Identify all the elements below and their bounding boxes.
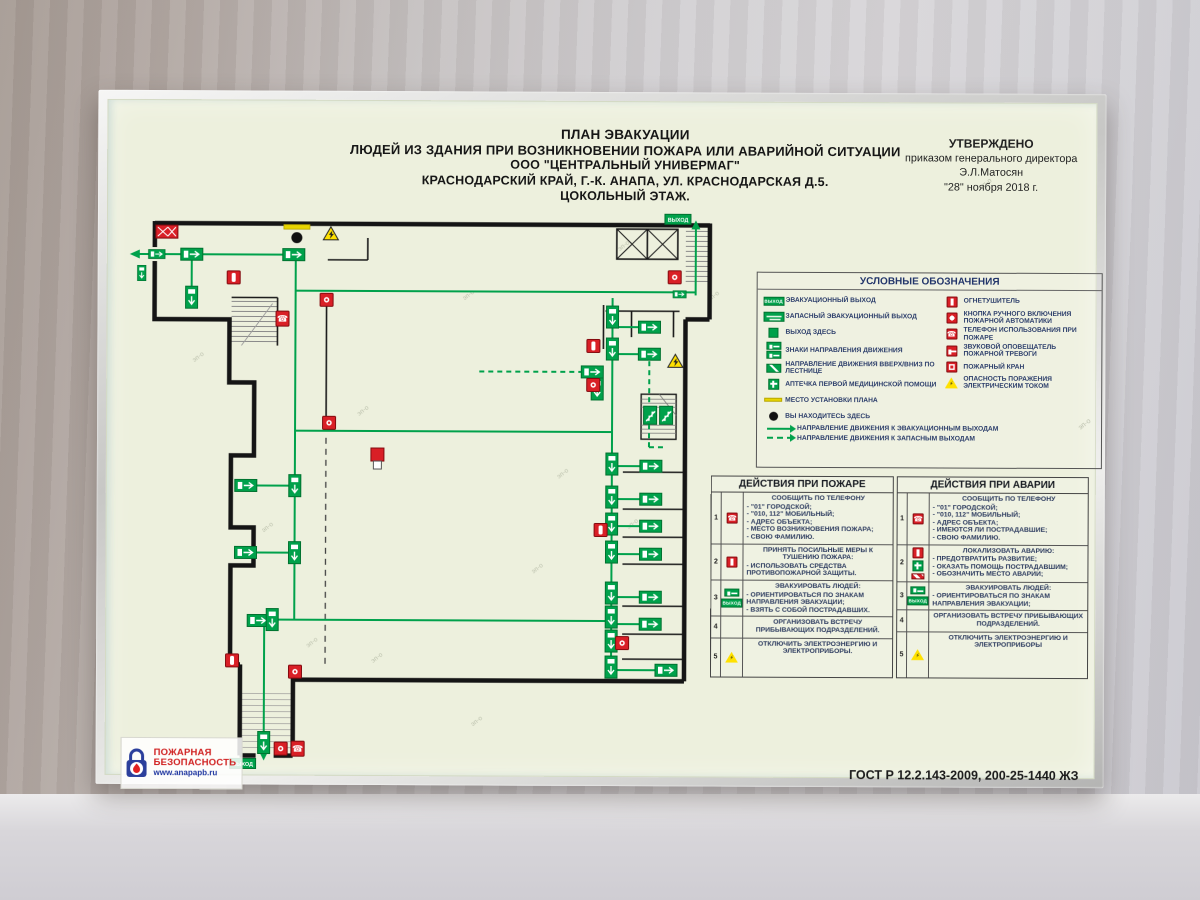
first-aid-icon <box>912 559 924 571</box>
legend-right-column: ОГНЕТУШИТЕЛЬ КНОПКА РУЧНОГО ВКЛЮЧЕНИЯ ПО… <box>939 293 1097 425</box>
gost-reference: ГОСТ Р 12.2.143-2009, 200-25-1440 ЖЗ <box>849 768 1079 784</box>
exit-here-icon <box>768 327 779 338</box>
fire-extinguisher-icon <box>912 546 924 558</box>
plan-location-line <box>283 224 311 230</box>
approval-block: УТВЕРЖДЕНО приказом генерального директо… <box>875 136 1107 195</box>
electric-hazard-icon: ⚡ <box>725 652 738 663</box>
manual-call-point-icon <box>946 312 958 324</box>
svg-text:ВЫХОД: ВЫХОД <box>668 218 689 224</box>
partition-dashed <box>324 437 327 666</box>
fire-phone-icon: ☎ <box>912 513 924 525</box>
logo-url: www.anapapb.ru <box>153 768 218 778</box>
fire-hydrant-icon <box>945 361 957 373</box>
reserve-exit-sign-icon <box>763 311 785 322</box>
table-row: 2 ПРИНЯТЬ ПОСИЛЬНЫЕ МЕРЫ К ТУШЕНИЮ ПОЖАР… <box>711 544 893 582</box>
stair-direction-icon <box>765 363 781 373</box>
fire-phone-icon: ☎ <box>726 512 738 524</box>
hazard-stripe-icon <box>911 572 925 579</box>
solid-arrow-icon <box>767 427 794 430</box>
svg-text:эп-о: эп-о <box>626 517 641 530</box>
table-row: 5 ⚡ ОТКЛЮЧИТЬ ЭЛЕКТРОЭНЕРГИЮ И ЭЛЕКТРОПР… <box>710 637 892 677</box>
svg-text:эп-о: эп-о <box>305 636 320 649</box>
fire-extinguisher-icon <box>726 556 738 568</box>
dashed-arrow-icon <box>767 436 794 440</box>
direction-sign-icon <box>910 586 926 595</box>
evacuation-plan-plate: ПЛАН ЭВАКУАЦИИ ЛЮДЕЙ ИЗ ЗДАНИЯ ПРИ ВОЗНИ… <box>95 89 1107 790</box>
plan-location-icon <box>764 398 783 403</box>
you-are-here-dot <box>291 232 303 244</box>
direction-signs-icon <box>765 341 781 359</box>
actions-fire-table: ДЕЙСТВИЯ ПРИ ПОЖАРЕ 1 ☎ СООБЩИТЬ ПО ТЕЛЕ… <box>709 475 894 679</box>
table-row: 5 ⚡ ОТКЛЮЧИТЬ ЭЛЕКТРОЭНЕРГИЮ И ЭЛЕКТРОПР… <box>896 631 1087 678</box>
direction-sign-icon <box>724 588 740 597</box>
table-row: 3 ВЫХОД ЭВАКУИРОВАТЬ ЛЮДЕЙ: - ОРИЕНТИРОВ… <box>897 581 1088 612</box>
table-row: 3 ВЫХОД ЭВАКУИРОВАТЬ ЛЮДЕЙ: - ОРИЕНТИРОВ… <box>711 580 893 618</box>
you-are-here-icon <box>768 411 778 421</box>
plate-face: ПЛАН ЭВАКУАЦИИ ЛЮДЕЙ ИЗ ЗДАНИЯ ПРИ ВОЗНИ… <box>104 98 1103 790</box>
svg-text:эп-о: эп-о <box>356 404 371 417</box>
actions-fire-title: ДЕЙСТВИЯ ПРИ ПОЖАРЕ <box>711 476 893 494</box>
evacuation-exit-sign-icon: ВЫХОД <box>763 296 785 306</box>
svg-text:эп-о: эп-о <box>470 715 485 728</box>
table-row: 1 ☎ СООБЩИТЬ ПО ТЕЛЕФОНУ - "01" ГОРОДСКО… <box>711 492 893 545</box>
logo-line2: БЕЗОПАСНОСТЬ <box>153 757 237 769</box>
table-row: 4 ОРГАНИЗОВАТЬ ВСТРЕЧУ ПРИБЫВАЮЩИХ ПОДРА… <box>897 610 1088 633</box>
hose-cabinet-icon <box>155 224 179 239</box>
table-row: 4 ОРГАНИЗОВАТЬ ВСТРЕЧУ ПРИБЫВАЮЩИХ ПОДРА… <box>711 616 893 639</box>
exit-sign-icon: ВЫХОД <box>907 596 929 606</box>
approval-line: приказом генерального директора <box>905 151 1078 165</box>
svg-text:ВЫХОД: ВЫХОД <box>232 762 253 768</box>
fire-extinguisher-icon <box>946 296 958 308</box>
actions-accident-table: ДЕЙСТВИЯ ПРИ АВАРИИ 1 ☎ СООБЩИТЬ ПО ТЕЛЕ… <box>895 476 1089 680</box>
manufacturer-logo: ПОЖАРНАЯ БЕЗОПАСНОСТЬ www.anapapb.ru <box>120 736 243 790</box>
first-aid-icon <box>767 378 779 390</box>
approval-title: УТВЕРЖДЕНО <box>948 136 1034 151</box>
svg-text:эп-о: эп-о <box>530 562 545 575</box>
svg-text:эп-о: эп-о <box>261 521 276 534</box>
svg-text:эп-о: эп-о <box>191 350 206 363</box>
table-row: 2 ЛОКАЛИЗОВАТЬ АВАРИЮ: - ПРЕДОТВРАТИТЬ Р… <box>897 544 1088 583</box>
elevator-x-brace <box>616 228 679 260</box>
stair-treads <box>231 230 708 346</box>
fire-phone-icon: ☎ <box>946 328 958 340</box>
table-surface <box>0 794 1200 900</box>
reserve-routes-dashed <box>293 361 667 474</box>
svg-text:эп-о: эп-о <box>370 651 385 664</box>
interior-walls <box>231 228 683 661</box>
padlock-flame-icon <box>126 748 147 778</box>
electric-hazard-icon: ⚡ <box>945 377 958 388</box>
exit-label-top: ВЫХОД <box>664 213 692 225</box>
electric-hazard-icon: ⚡ <box>911 649 924 660</box>
table-row: 1 ☎ СООБЩИТЬ ПО ТЕЛЕФОНУ - "01" ГОРОДСКО… <box>897 493 1088 546</box>
fire-hydrant-icon <box>370 447 385 470</box>
stairwell-treads <box>641 394 677 434</box>
actions-accident-title: ДЕЙСТВИЯ ПРИ АВАРИИ <box>897 477 1088 495</box>
outer-walls <box>152 220 713 758</box>
floor-plan: ☎ эп-о эп-о эп-о эп-о эп-о эп-о эп-о эп-… <box>129 213 721 769</box>
sounder-icon <box>945 345 957 357</box>
svg-text:эп-о: эп-о <box>556 467 571 480</box>
legend-title: УСЛОВНЫЕ ОБОЗНАЧЕНИЯ <box>757 272 1102 292</box>
exit-sign-icon: ВЫХОД <box>721 598 743 608</box>
fire-equipment-icons <box>155 224 684 757</box>
